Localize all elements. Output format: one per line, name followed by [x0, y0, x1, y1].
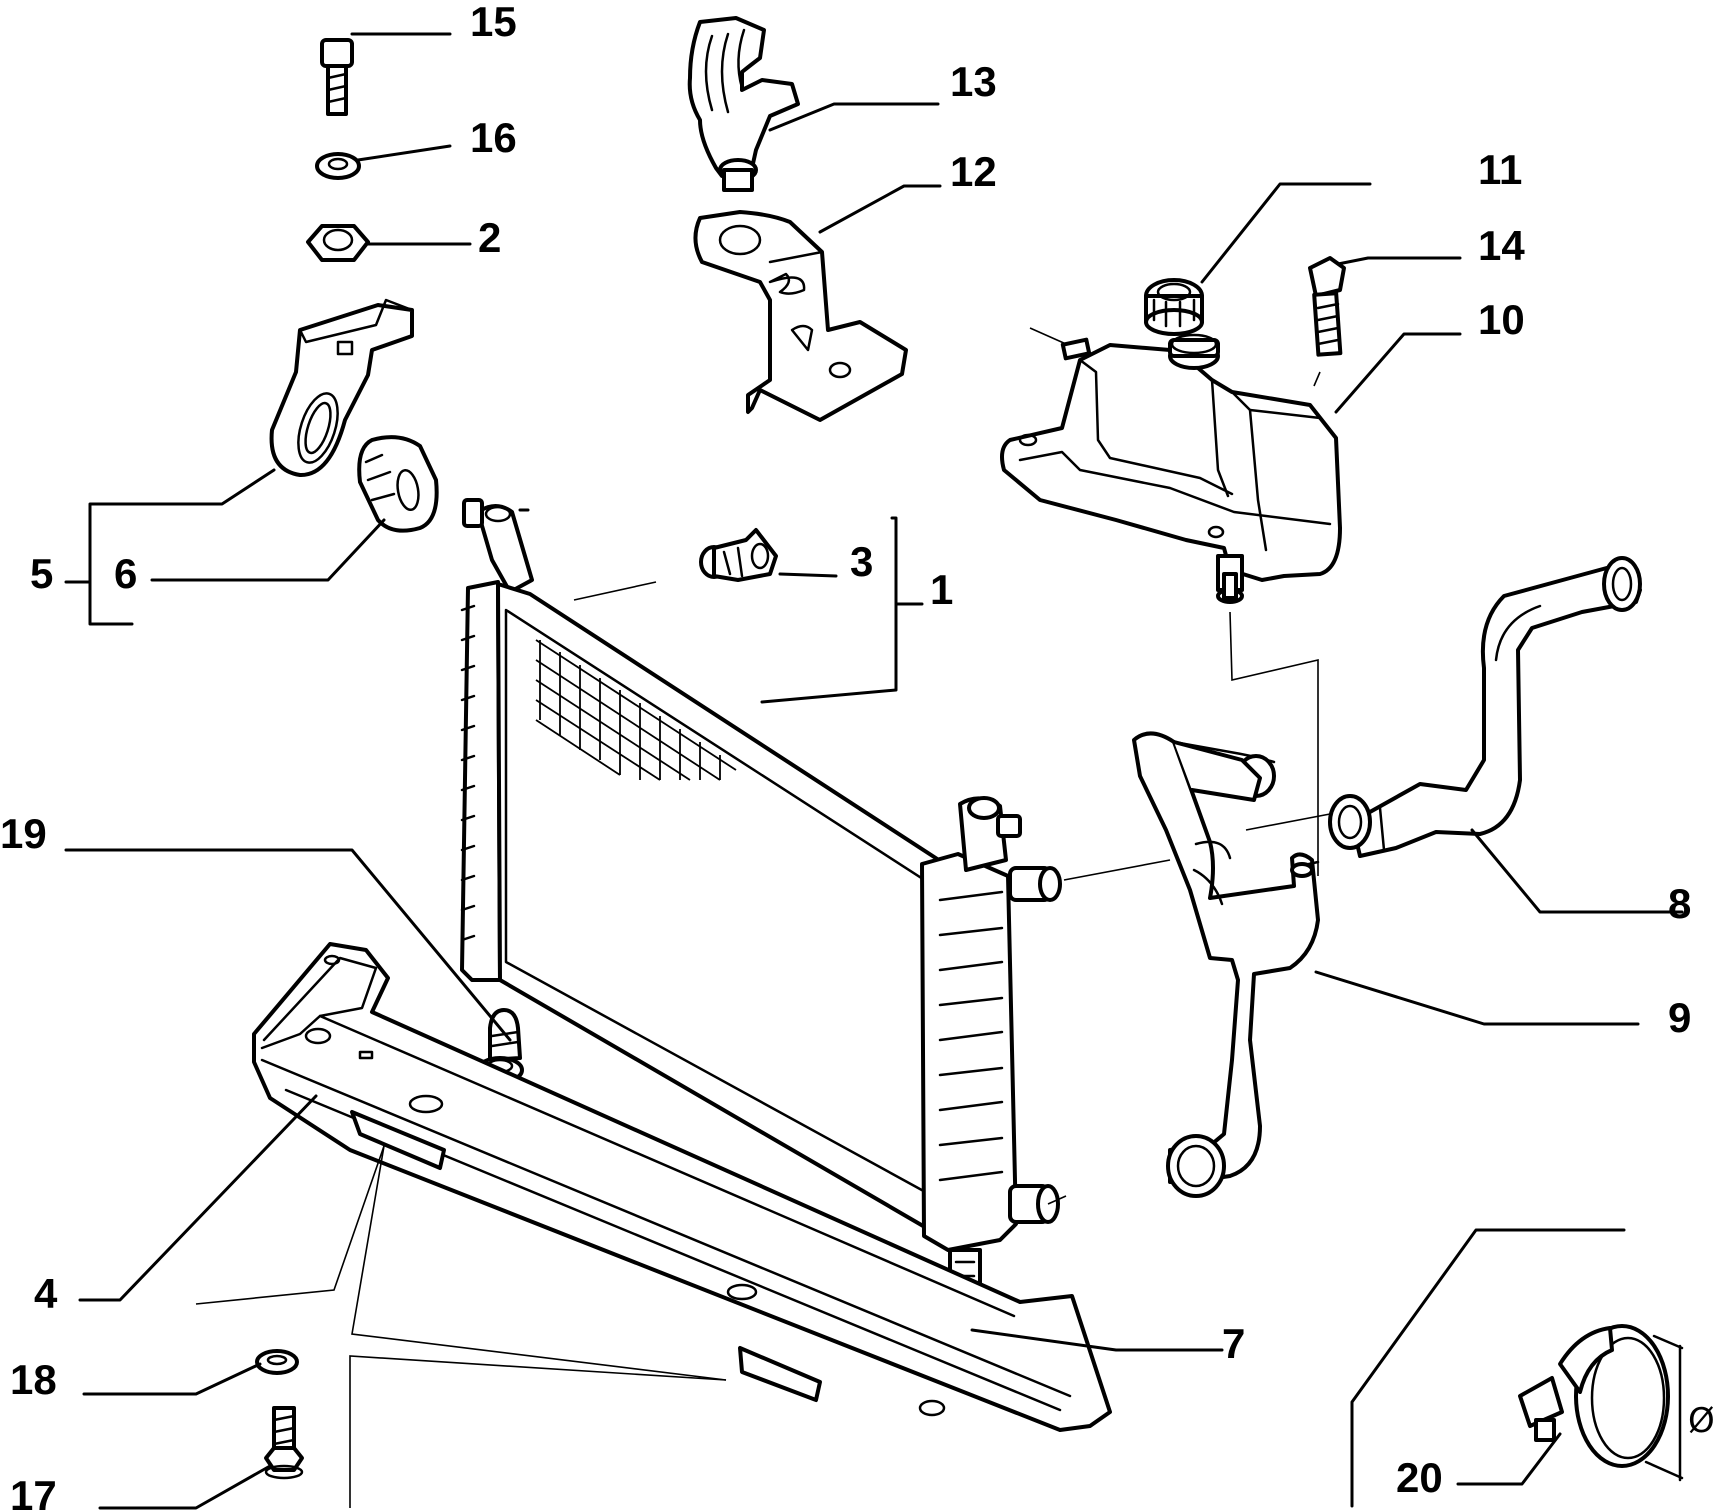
- callout-19: 19: [0, 810, 47, 857]
- part-11-cap: [1144, 278, 1204, 336]
- part-9-lower-hose: [1132, 731, 1320, 1198]
- part-10-expansion-tank: [1000, 333, 1342, 604]
- callout-1: 1: [930, 566, 953, 613]
- callout-12: 12: [950, 148, 997, 195]
- diameter-symbol: Ø: [1688, 1401, 1715, 1441]
- callout-3: 3: [850, 538, 873, 585]
- part-4-cross-member: [252, 942, 1112, 1432]
- part-3-clip: [699, 528, 778, 582]
- part-20-clamp: [1518, 1324, 1684, 1482]
- part-14-screw: [1308, 256, 1346, 357]
- callout-5: 5: [30, 550, 53, 597]
- callout-17: 17: [10, 1472, 57, 1512]
- part-2-nut: [306, 224, 370, 262]
- callout-20: 20: [1396, 1454, 1443, 1501]
- part-16-washer: [315, 152, 361, 180]
- callout-6: 6: [114, 550, 137, 597]
- part-17-bolt: [264, 1406, 304, 1480]
- callout-16: 16: [470, 114, 517, 161]
- part-6-grommet: [357, 435, 439, 533]
- callout-11: 11: [1478, 146, 1522, 193]
- part-5-bracket: [269, 298, 414, 478]
- part-15-bolt: [320, 38, 354, 116]
- reference-lines: [195, 327, 1331, 1508]
- callout-9: 9: [1668, 994, 1691, 1041]
- callout-8: 8: [1668, 880, 1691, 927]
- callout-15: 15: [470, 0, 517, 45]
- part-13-clip: [687, 16, 800, 192]
- part-12-bracket: [693, 210, 908, 422]
- leader-lines: [64, 32, 1684, 1510]
- callout-14: 14: [1478, 222, 1525, 269]
- callout-10: 10: [1478, 296, 1525, 343]
- part-18-washer: [255, 1349, 299, 1375]
- callout-2: 2: [478, 214, 501, 261]
- callout-7: 7: [1222, 1320, 1245, 1367]
- callout-4: 4: [34, 1270, 58, 1317]
- callout-13: 13: [950, 58, 997, 105]
- part-1-radiator: [460, 498, 1062, 1296]
- part-8-upper-hose: [1328, 556, 1642, 858]
- callout-18: 18: [10, 1356, 57, 1403]
